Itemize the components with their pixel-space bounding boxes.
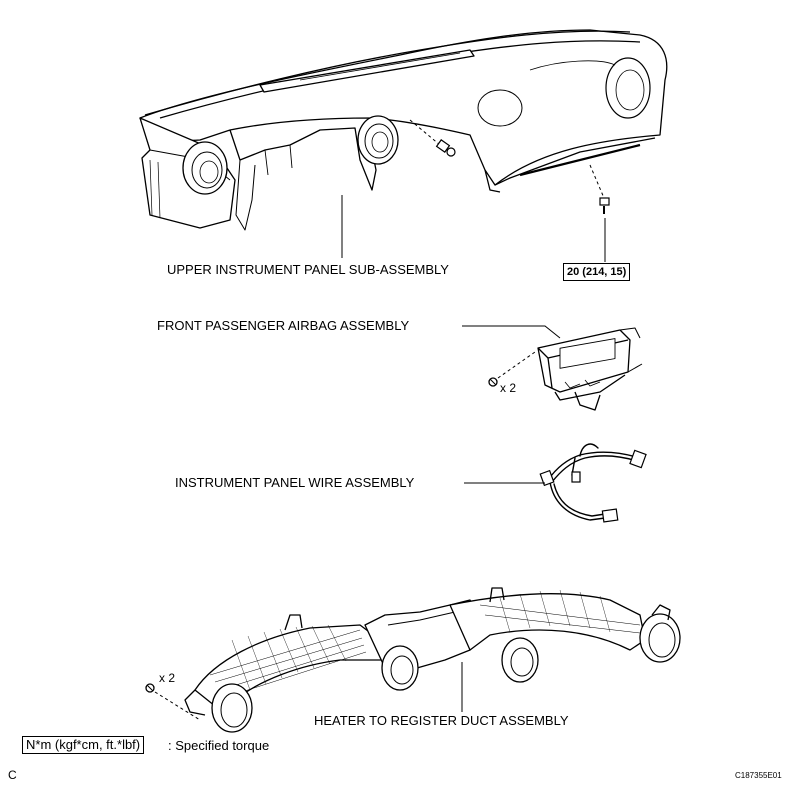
wire-connectors <box>539 449 647 523</box>
airbag-label: FRONT PASSENGER AIRBAG ASSEMBLY <box>157 318 410 333</box>
duct-bolt-quantity: x 2 <box>159 671 176 685</box>
figure-code: C187355E01 <box>735 771 782 780</box>
torque-bolt <box>589 164 610 262</box>
panel-bolt <box>409 119 456 157</box>
duct-label: HEATER TO REGISTER DUCT ASSEMBLY <box>314 713 569 728</box>
torque-unit-legend-box: N*m (kgf*cm, ft.*lbf) <box>22 736 145 754</box>
duct-bolt <box>145 683 201 721</box>
corner-letter: C <box>8 768 17 782</box>
upper-instrument-panel-drawing <box>139 29 668 231</box>
airbag-drawing <box>537 327 643 411</box>
airbag-leader <box>462 325 561 339</box>
airbag-bolt <box>488 351 536 387</box>
wire-label: INSTRUMENT PANEL WIRE ASSEMBLY <box>175 475 415 490</box>
duct-drawing <box>184 587 681 733</box>
wire-harness-drawing <box>547 443 641 521</box>
torque-unit-legend-text: : Specified torque <box>168 738 270 753</box>
torque-value-box: 20 (214, 15) <box>563 263 631 281</box>
airbag-bolt-quantity: x 2 <box>500 381 517 395</box>
upper-panel-label: UPPER INSTRUMENT PANEL SUB-ASSEMBLY <box>167 262 449 277</box>
